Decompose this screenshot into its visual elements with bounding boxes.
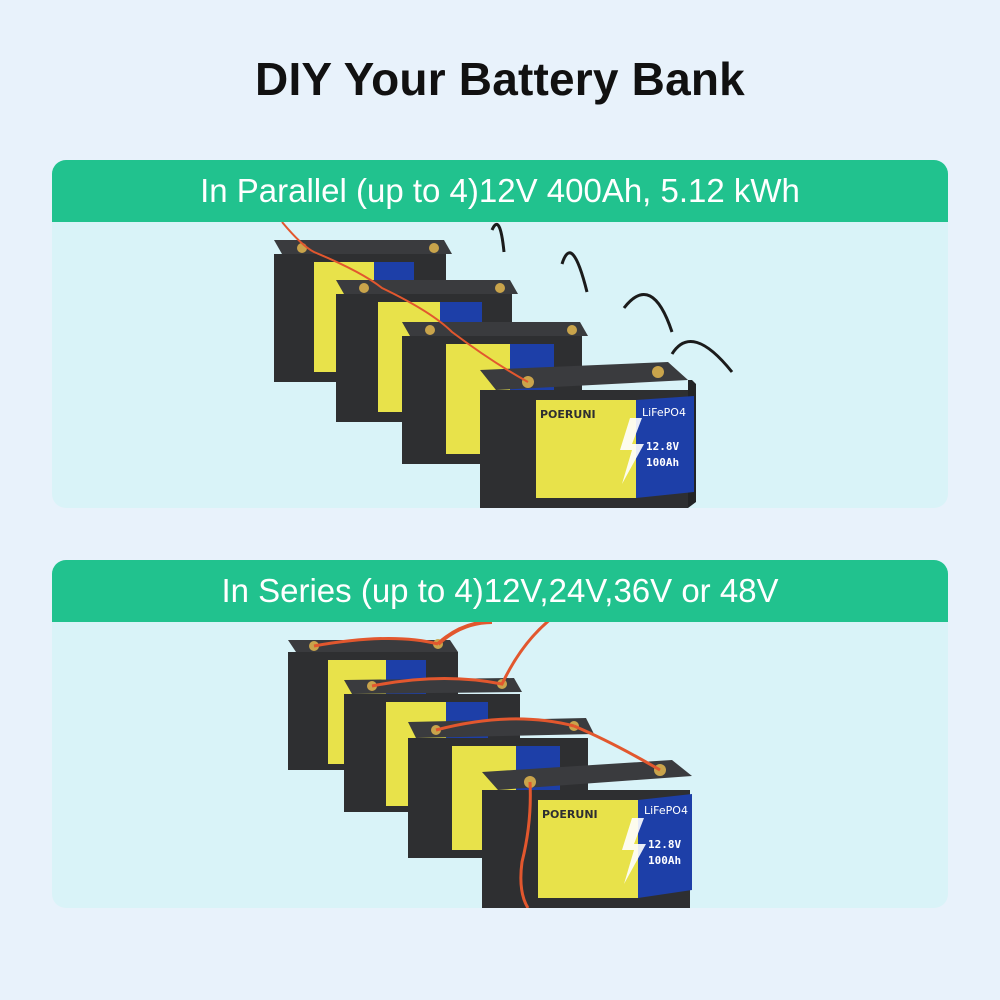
parallel-battery-illustration: POERUNI LiFePO4 12.8V 100Ah: [52, 222, 948, 508]
page-title: DIY Your Battery Bank: [255, 53, 745, 105]
battery-brand-label: POERUNI: [542, 808, 598, 821]
battery-4-front: POERUNI LiFePO4 12.8V 100Ah: [480, 362, 696, 508]
battery-voltage-label: 12.8V: [648, 838, 681, 851]
series-panel: In Series (up to 4)12V,24V,36V or 48V: [52, 560, 948, 908]
battery-4-front: POERUNI LiFePO4 12.8V 100Ah: [482, 760, 692, 908]
battery-capacity-label: 100Ah: [646, 456, 679, 469]
series-battery-illustration: POERUNI LiFePO4 12.8V 100Ah: [52, 622, 948, 908]
parallel-panel: In Parallel (up to 4)12V 400Ah, 5.12 kWh: [52, 160, 948, 508]
battery-chemistry-label: LiFePO4: [644, 804, 688, 817]
battery-chemistry-label: LiFePO4: [642, 406, 686, 419]
series-banner: In Series (up to 4)12V,24V,36V or 48V: [52, 560, 948, 622]
battery-capacity-label: 100Ah: [648, 854, 681, 867]
parallel-banner: In Parallel (up to 4)12V 400Ah, 5.12 kWh: [52, 160, 948, 222]
battery-brand-label: POERUNI: [540, 408, 596, 421]
battery-voltage-label: 12.8V: [646, 440, 679, 453]
